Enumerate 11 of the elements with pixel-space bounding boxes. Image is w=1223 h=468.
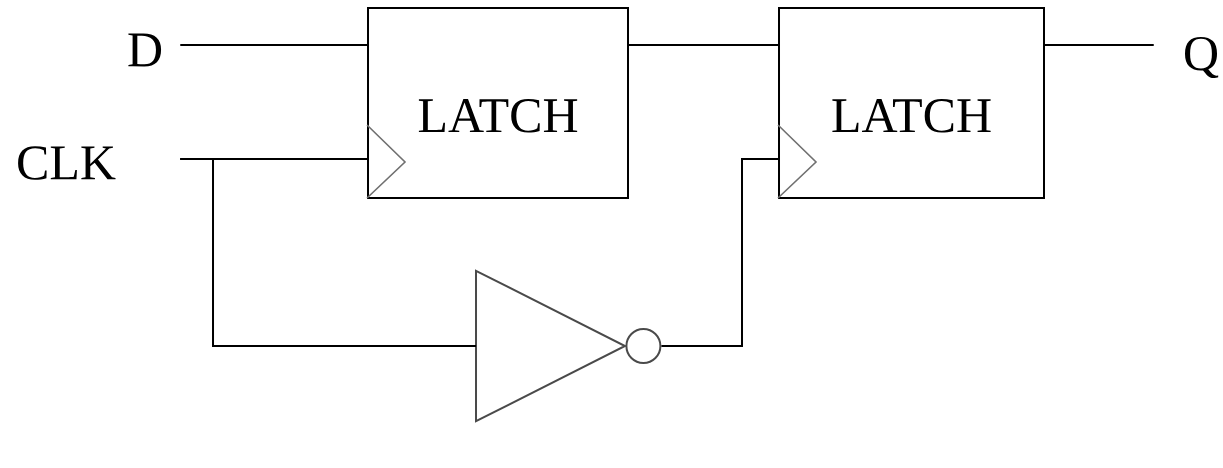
wire <box>660 158 779 347</box>
wire <box>179 44 368 46</box>
inverter-symbol <box>475 269 662 423</box>
latch-box: LATCH <box>778 7 1045 199</box>
latch-box: LATCH <box>367 7 629 199</box>
wire <box>1044 44 1155 46</box>
signal-label: CLK <box>18 146 116 180</box>
signal-label: Q <box>1185 36 1219 79</box>
signal-label: D <box>128 33 162 67</box>
wire <box>179 158 477 347</box>
wire <box>628 44 779 46</box>
